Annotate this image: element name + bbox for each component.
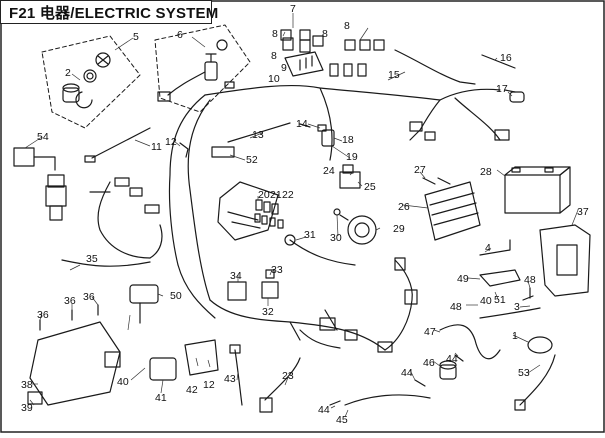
leader-lines [24, 13, 579, 418]
callout-36b: 36 [64, 295, 76, 307]
callout-35: 35 [86, 253, 98, 265]
callout-30: 30 [330, 232, 342, 244]
callout-47: 47 [424, 326, 436, 338]
parts-drawing [13, 24, 591, 413]
callout-20: 20 [258, 189, 270, 201]
callout-34: 34 [230, 270, 242, 282]
callout-12a: 12 [165, 136, 177, 148]
callout-39: 39 [21, 402, 33, 414]
callout-3: 3 [514, 301, 520, 313]
callout-16: 16 [500, 52, 512, 64]
callout-1: 1 [512, 330, 518, 342]
callout-19: 19 [346, 151, 358, 163]
callout-36a: 36 [37, 309, 49, 321]
callout-22: 22 [282, 189, 294, 201]
callout-44a: 44 [318, 404, 330, 416]
callout-8d: 8 [271, 50, 277, 62]
callout-6: 6 [177, 29, 183, 41]
callout-29: 29 [393, 223, 405, 235]
callout-40a: 40 [117, 376, 129, 388]
callout-33: 33 [271, 264, 283, 276]
callout-46: 46 [423, 357, 435, 369]
callout-26: 26 [398, 201, 410, 213]
callout-labels: 1 2 3 4 5 6 7 8 8 8 8 9 10 11 12 12 13 1… [21, 3, 589, 426]
diagram-title: F21 电器/ELECTRIC SYSTEM [9, 4, 219, 22]
title-box: F21 电器/ELECTRIC SYSTEM [0, 0, 218, 24]
callout-49: 49 [457, 273, 469, 285]
callout-13: 13 [252, 129, 264, 141]
callout-48a: 48 [524, 274, 536, 286]
callout-36c: 36 [83, 291, 95, 303]
callout-15: 15 [388, 69, 400, 81]
callout-8a: 8 [272, 28, 278, 40]
callout-8c: 8 [344, 20, 350, 32]
callout-41: 41 [155, 392, 167, 404]
callout-32: 32 [262, 306, 274, 318]
callout-5: 5 [133, 31, 139, 43]
callout-51: 51 [494, 294, 506, 306]
callout-48b: 48 [450, 301, 462, 313]
callout-9: 9 [281, 62, 287, 74]
callout-12b: 12 [203, 379, 215, 391]
callout-43: 43 [224, 373, 236, 385]
callout-45: 45 [336, 414, 348, 426]
callout-44c: 44 [446, 353, 458, 365]
callout-44b: 44 [401, 367, 413, 379]
callout-4: 4 [485, 242, 491, 254]
callout-17: 17 [496, 83, 508, 95]
callout-40b: 40 [480, 295, 492, 307]
callout-42: 42 [186, 384, 198, 396]
callout-10: 10 [268, 73, 280, 85]
callout-14: 14 [296, 118, 308, 130]
callout-53: 53 [518, 367, 530, 379]
callout-31: 31 [304, 229, 316, 241]
callout-50: 50 [170, 290, 182, 302]
callout-23: 23 [282, 370, 294, 382]
callout-27: 27 [414, 164, 426, 176]
callout-18: 18 [342, 134, 354, 146]
callout-25: 25 [364, 181, 376, 193]
callout-37: 37 [577, 206, 589, 218]
callout-28: 28 [480, 166, 492, 178]
callout-38: 38 [21, 379, 33, 391]
callout-54: 54 [37, 131, 49, 143]
callout-8b: 8 [322, 28, 328, 40]
callout-52: 52 [246, 154, 258, 166]
callout-2: 2 [65, 67, 71, 79]
callout-7: 7 [290, 3, 296, 15]
callout-11: 11 [151, 141, 162, 153]
callout-24: 24 [323, 165, 335, 177]
callout-21: 21 [270, 189, 282, 201]
